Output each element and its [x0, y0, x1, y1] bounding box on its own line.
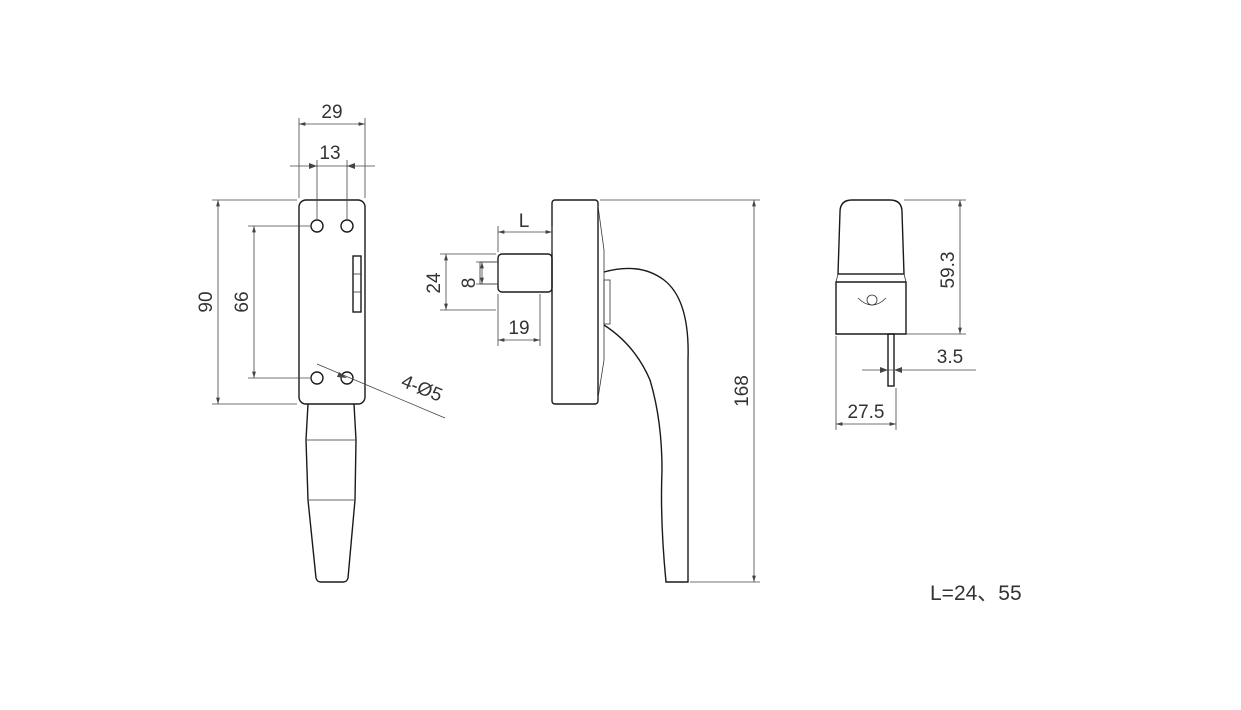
dim-plate-thickness: 3.5: [937, 347, 963, 368]
dim-spindle-square: 8: [459, 278, 480, 289]
dim-side-height: 59.3: [938, 252, 959, 289]
front-hole-bottom-right: [340, 371, 354, 385]
dim-spindle-offset: 19: [508, 318, 529, 339]
front-hole-top-right: [340, 219, 354, 233]
dim-spindle-box: 24: [424, 272, 445, 294]
dim-total-length: 168: [732, 375, 753, 407]
dim-front-width: 29: [321, 102, 342, 123]
front-hole-bottom-left: [310, 371, 324, 385]
end-view: 59.3 3.5 27.5: [835, 199, 976, 430]
front-base-plate: [298, 199, 366, 405]
side-handle-lever: [603, 267, 689, 583]
dim-spindle-length: L: [519, 211, 530, 232]
front-view: 29 13 90 66 4-Ø5: [196, 102, 445, 583]
dim-hole-spacing-v: 66: [232, 291, 253, 312]
length-note: L=24、55: [930, 582, 1022, 605]
dim-side-depth: 27.5: [848, 402, 885, 423]
end-knob: [837, 199, 905, 275]
front-side-slot: [352, 255, 362, 313]
end-plate: [887, 333, 895, 387]
side-view: L 24 8 19 168: [424, 199, 760, 583]
end-collar: [835, 281, 907, 335]
front-hole-top-left: [310, 219, 324, 233]
spindle: [497, 253, 553, 293]
side-base-plate: [551, 199, 599, 405]
dim-hole-spacing-h: 13: [319, 143, 340, 164]
front-handle-lever: [305, 403, 357, 583]
dim-front-height: 90: [196, 291, 217, 312]
